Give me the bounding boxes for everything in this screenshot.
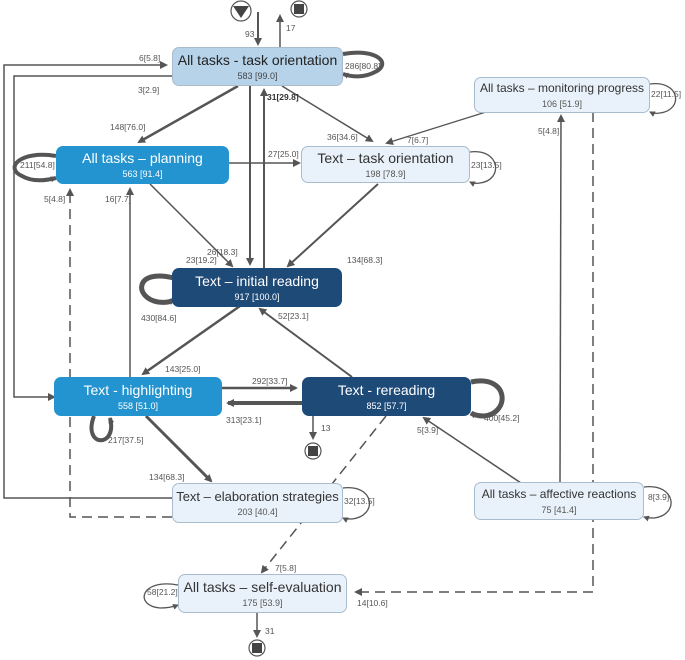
edge-hl-self	[89, 415, 115, 443]
edge-hl-to-elab	[144, 414, 213, 483]
edge-aff-to-mon	[556, 114, 565, 483]
node-task-orientation: All tasks - task orientation 583 [99.0]	[172, 47, 343, 86]
node-title: Text – initial reading	[195, 272, 319, 289]
edge-label: 23[13.5]	[471, 160, 502, 170]
edge-to-self	[342, 50, 385, 79]
edge-label: 13	[321, 423, 331, 433]
node-affective-reactions: All tasks – affective reactions 75 [41.4…	[474, 482, 644, 520]
edge-label: 5[4.8]	[44, 194, 65, 204]
edge-textori-to-read	[286, 183, 379, 268]
edge-label: 31[29.8]	[267, 92, 299, 102]
end-marker-rereading	[304, 442, 322, 460]
node-title: All tasks - task orientation	[177, 51, 338, 68]
node-title: Text – task orientation	[317, 149, 454, 166]
edge-label: 134[68.3]	[347, 255, 382, 265]
edge-label: 134[68.3]	[149, 472, 184, 482]
edge-label: 3[2.9]	[138, 85, 159, 95]
end-marker-top	[290, 0, 308, 18]
edge-rer-self	[469, 378, 505, 419]
node-title: Text - highlighting	[83, 381, 193, 398]
edge-mon-dash	[354, 112, 594, 596]
node-title: All tasks – self-evaluation	[183, 578, 342, 595]
node-stats: 917 [100.0]	[234, 291, 280, 302]
edge-mon-to-textori	[385, 111, 487, 146]
edge-label: 22[11.5]	[651, 89, 681, 99]
edge-label: 32[13.5]	[344, 496, 375, 506]
edge-label: 292[33.7]	[252, 376, 287, 386]
edge-label: 5[3.9]	[417, 425, 438, 435]
node-planning: All tasks – planning 563 [91.4]	[56, 146, 229, 184]
node-stats: 583 [99.0]	[237, 70, 278, 81]
edge-label: 26[18.3]	[207, 247, 238, 257]
edge-label: 16[7.7]	[105, 194, 131, 204]
edge-label: 148[76.0]	[110, 122, 145, 132]
edge-label: 17	[286, 23, 296, 33]
edge-textori-self	[469, 151, 497, 187]
edge-mon-self	[649, 83, 677, 117]
edge-label: 58[21.2]	[147, 587, 178, 597]
edge-label: 6[5.8]	[139, 53, 160, 63]
node-title: Text – elaboration strategies	[176, 489, 339, 504]
edge-label: 93	[245, 29, 255, 39]
edge-label: 286[80.8]	[345, 61, 380, 71]
edge-label: 27[25.0]	[268, 149, 299, 159]
edge-label: 143[25.0]	[165, 364, 200, 374]
edge-read-self	[139, 273, 176, 305]
node-title: All tasks – affective reactions	[481, 487, 637, 501]
node-text-task-orientation: Text – task orientation 198 [78.9]	[301, 146, 470, 183]
node-stats: 563 [91.4]	[122, 169, 163, 179]
edge-label: 7[5.8]	[275, 563, 296, 573]
node-highlighting: Text - highlighting 558 [51.0]	[54, 377, 222, 416]
node-rereading: Text - rereading 852 [57.7]	[302, 377, 471, 416]
edge-label: 36[34.6]	[327, 132, 358, 142]
edge-read-to-hl	[141, 304, 241, 376]
edge-label: 8[3.9]	[648, 492, 669, 502]
start-marker	[230, 0, 252, 22]
edge-rer-to-read	[258, 307, 353, 378]
node-stats: 852 [57.7]	[366, 400, 407, 411]
node-initial-reading: Text – initial reading 917 [100.0]	[172, 268, 342, 307]
node-title: All tasks – monitoring progress	[479, 81, 645, 95]
edge-label: 5[4.8]	[538, 126, 559, 136]
edge-label: 313[23.1]	[226, 415, 261, 425]
edge-dash-to-plan	[66, 188, 172, 518]
edge-to-textori	[281, 85, 374, 143]
edge-plan-to-read	[149, 183, 234, 268]
edge-label: 217[37.5]	[108, 435, 143, 445]
edge-label: 211[54.8]	[20, 160, 55, 170]
edge-to-plan	[137, 84, 239, 144]
node-elaboration-strategies: Text – elaboration strategies 203 [40.4]	[172, 483, 343, 523]
edge-label: 52[23.1]	[278, 311, 309, 321]
edge-label: 430[84.6]	[141, 313, 176, 323]
edge-label: 23[19.2]	[186, 255, 217, 265]
edge-label: 400[45.2]	[484, 413, 519, 423]
node-stats: 203 [40.4]	[237, 507, 278, 517]
node-self-evaluation: All tasks – self-evaluation 175 [53.9]	[178, 574, 347, 613]
edge-left-out	[13, 75, 172, 401]
node-title: All tasks – planning	[82, 150, 203, 166]
edge-label: 31	[265, 626, 275, 636]
edge-aff-to-rer	[422, 416, 522, 484]
node-stats: 75 [41.4]	[541, 505, 577, 515]
node-stats: 198 [78.9]	[365, 168, 406, 179]
edge-plan-self	[12, 152, 57, 183]
edge-label: 14[10.6]	[357, 598, 388, 608]
end-marker-bottom	[248, 639, 266, 657]
edge-label: 7[6.7]	[407, 135, 428, 145]
edge-selfeval-self	[143, 583, 179, 610]
node-stats: 175 [53.9]	[242, 597, 283, 608]
edge-left-in	[3, 61, 172, 499]
node-stats: 106 [51.9]	[541, 99, 583, 109]
node-monitoring-progress: All tasks – monitoring progress 106 [51.…	[474, 77, 650, 113]
node-title: Text - rereading	[337, 381, 436, 398]
edge-aff-self	[643, 486, 672, 522]
edge-elab-self	[342, 487, 370, 523]
node-stats: 558 [51.0]	[117, 400, 159, 411]
